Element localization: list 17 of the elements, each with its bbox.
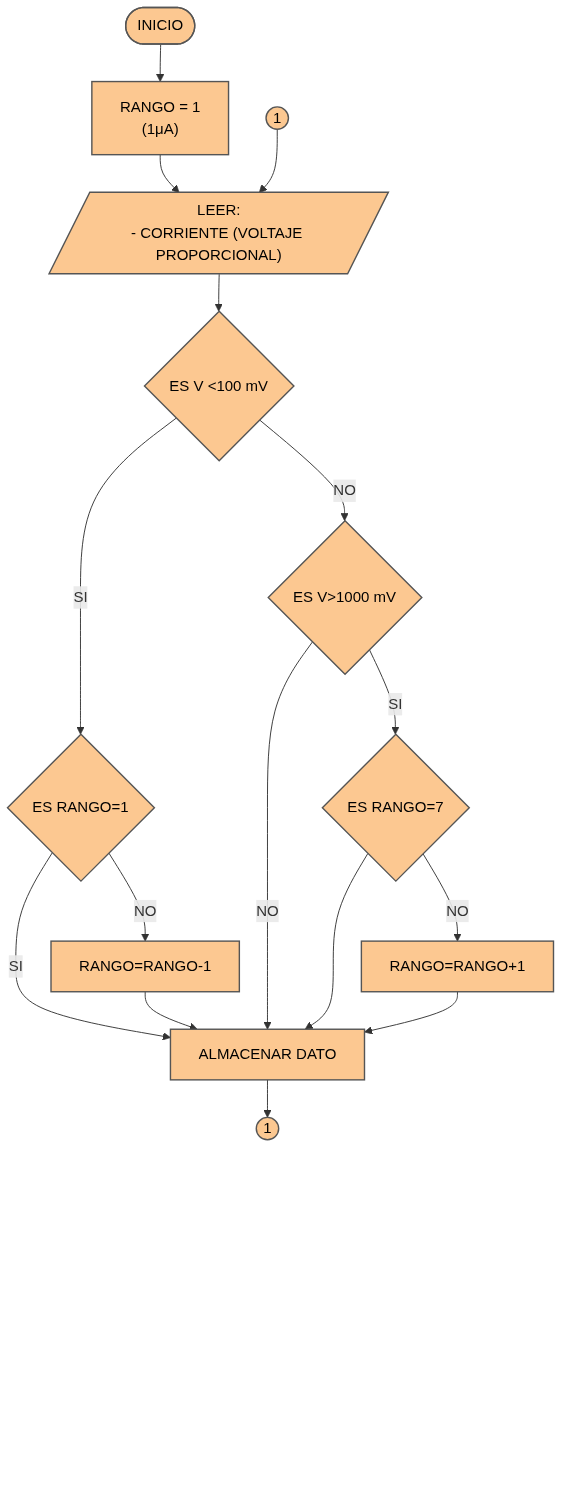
node-box: RANGO=RANGO-1 (50, 940, 241, 993)
edge-label: NO (256, 902, 279, 919)
node-circle: 1 (255, 1116, 280, 1141)
node-diamond: ES V>1000 mV (267, 519, 423, 676)
edge-label: SI (8, 958, 23, 974)
node-diamond: ES RANGO=1 (6, 733, 156, 883)
edge-label: NO (333, 482, 356, 499)
edge-label: NO (446, 902, 469, 919)
node-diamond: ES RANGO=7 (321, 733, 471, 883)
edge-label: SI (388, 695, 403, 712)
node-box: RANGO = 1 (1μA) (91, 80, 230, 156)
node-box: ALMACENAR DATO (169, 1028, 366, 1081)
node-box: RANGO=RANGO+1 (360, 940, 555, 993)
node-circle: 1 (265, 106, 290, 131)
edge-label: NO (133, 902, 157, 919)
node-diamond: ES V <100 mV (143, 310, 295, 462)
edge-label: SI (73, 589, 88, 605)
